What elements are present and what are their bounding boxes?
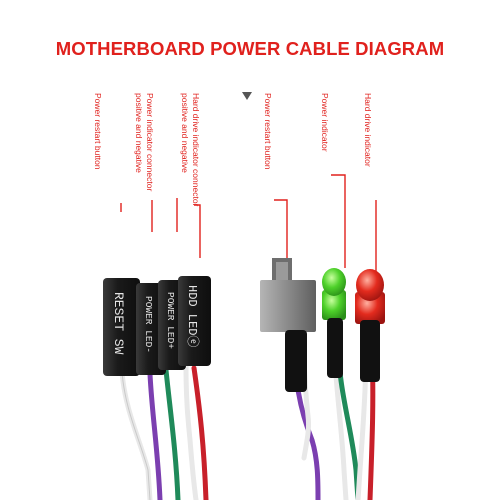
- label-line-2: positive and negative: [180, 93, 190, 173]
- connector-label-hdd: HDD LEDⓔ: [185, 285, 200, 347]
- label-line-1: Hard drive indicator connector: [191, 93, 201, 207]
- connector-label-reset: RESET SW: [111, 292, 126, 355]
- label-line-2: positive and negative: [134, 93, 144, 173]
- label-line-1: Power indicator connector: [145, 93, 155, 192]
- label-power-restart-left: Power restart button: [93, 93, 103, 170]
- leader-lines: [120, 174, 377, 272]
- label-power-indicator-connector: Power indicator connector positive and n…: [133, 93, 155, 191]
- diagram-title: MOTHERBOARD POWER CABLE DIAGRAM: [55, 38, 445, 59]
- green-led: [322, 268, 346, 378]
- label-power-indicator: Power indicator: [320, 93, 330, 152]
- label-hdd-indicator-connector: Hard drive indicator connector positive …: [179, 93, 201, 206]
- connector-label-power-neg: POWER LED-: [143, 296, 154, 353]
- connector-reset-sw: RESET SW: [103, 278, 140, 376]
- red-led: [355, 269, 385, 382]
- label-hdd-indicator: Hard drive indicator: [363, 93, 373, 167]
- connector-hdd-led: HDD LEDⓔ: [178, 276, 211, 366]
- reset-switch-body: [260, 258, 316, 392]
- label-power-restart-right: Power restart button: [263, 93, 273, 170]
- connector-label-power-pos: POWER LED+: [165, 292, 176, 349]
- wires-left: [119, 363, 209, 500]
- down-triangle-marker-icon: [242, 92, 252, 100]
